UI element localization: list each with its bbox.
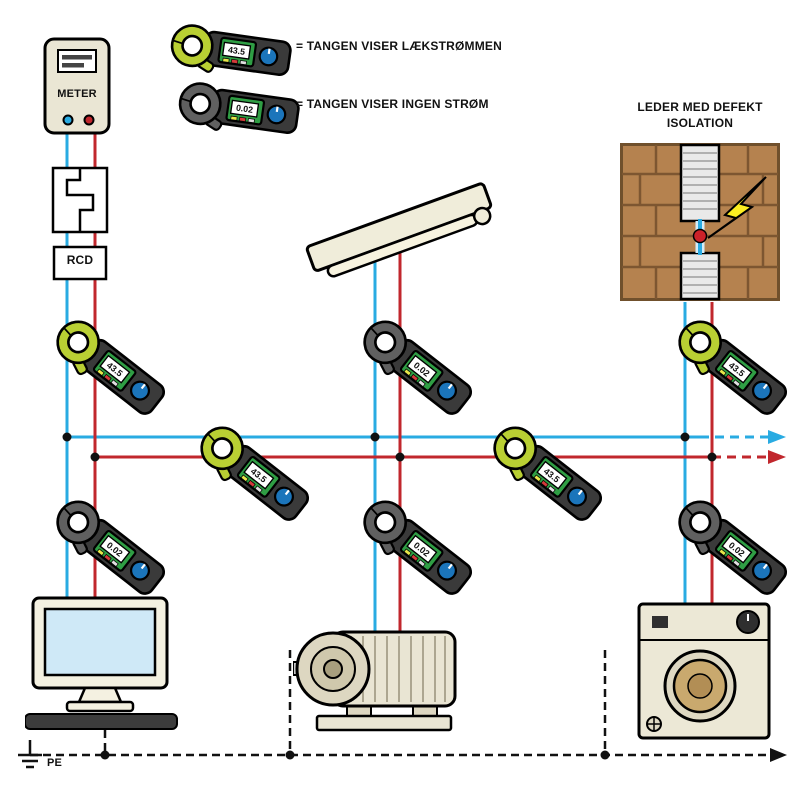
arrow-right-pe-icon — [770, 748, 787, 762]
defect-panel-label: LEDER MED DEFEKT ISOLATION — [608, 100, 792, 131]
wire-blue — [65, 128, 700, 645]
clamp-meter-bus-right: 43.5 — [492, 425, 607, 526]
defect-label-line1: LEDER MED DEFEKT — [637, 100, 763, 114]
clamp-reading: 0.02 — [235, 103, 253, 115]
fuse-symbol — [51, 166, 109, 234]
washing-machine — [637, 602, 771, 740]
legend-label-leak: = TANGEN VISER LÆKSTRØMMEN — [296, 39, 502, 53]
meter-label: METER — [57, 88, 97, 100]
computer-monitor — [25, 596, 178, 730]
insulation-fault-spot — [692, 228, 708, 244]
rcd-box — [52, 245, 108, 281]
clamp-meter-bus-left: 43.5 — [199, 425, 314, 526]
wire-pe — [30, 650, 770, 757]
lightning-icon — [707, 176, 767, 239]
program-knob — [736, 610, 760, 634]
meter-display — [57, 49, 97, 73]
detergent-drawer — [652, 616, 668, 628]
conduit-ridges — [683, 152, 717, 294]
conduit-lower — [679, 251, 721, 301]
clamp-meter-legend-none: 0.02 — [177, 81, 303, 137]
screw-icon — [646, 716, 662, 732]
clamp-meter-legend-leak: 43.5 — [169, 23, 295, 79]
ground-icon — [18, 740, 42, 769]
defect-label-line2: ISOLATION — [666, 115, 734, 130]
clamp-meter-monitor-branch: 0.02 — [55, 499, 170, 600]
electricity-meter — [43, 37, 111, 135]
keyboard — [25, 713, 178, 730]
defect-insulation-panel — [620, 143, 780, 301]
clamp-reading: 43.5 — [227, 45, 245, 57]
clamp-meter-washer-branch: 0.02 — [677, 499, 792, 600]
clamp-meter-motor-branch: 0.02 — [362, 499, 477, 600]
clamp-meter-lamp-branch: 0.02 — [362, 319, 477, 420]
electric-motor — [293, 630, 457, 732]
fluorescent-lamp — [305, 182, 493, 278]
pe-label: PE — [47, 757, 63, 769]
meter-terminal-blue — [62, 114, 74, 126]
junction-dots — [62, 432, 717, 760]
clamp-meter-defect-branch: 43.5 — [677, 319, 792, 420]
clamp-meter-supply: 43.5 — [55, 319, 170, 420]
meter-terminal-red — [83, 114, 95, 126]
rcd-label: RCD — [66, 253, 94, 267]
monitor-screen — [43, 607, 157, 677]
legend-label-none: = TANGEN VISER INGEN STRØM — [296, 97, 489, 111]
arrow-right-blue-icon — [768, 430, 786, 444]
arrow-right-red-icon — [768, 450, 786, 464]
